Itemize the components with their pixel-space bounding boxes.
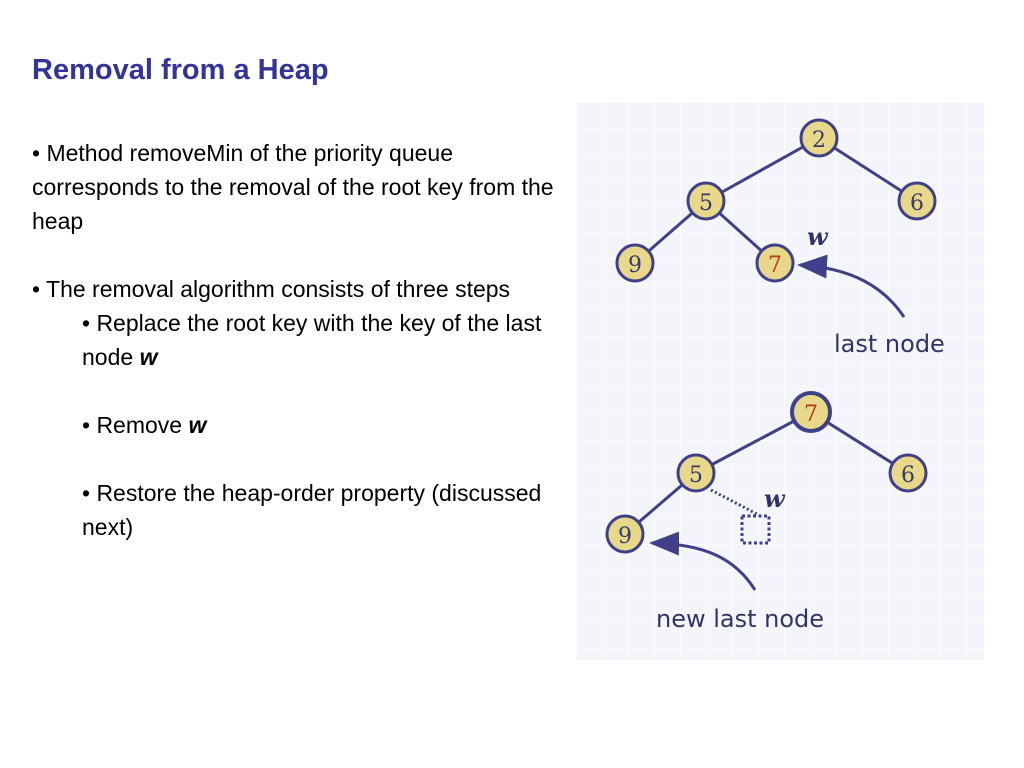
removed-node-placeholder bbox=[740, 514, 771, 545]
step-replace-root: • Replace the root key with the key of t… bbox=[32, 306, 572, 374]
w-label: w bbox=[807, 222, 829, 251]
heap-node-last: 7 bbox=[755, 243, 795, 283]
bottom-heap-tree: 7 5 6 9 w new last node bbox=[605, 391, 928, 633]
node-key: 5 bbox=[699, 191, 713, 216]
heap-node: 5 bbox=[676, 453, 716, 493]
step-remove-w-text: • Remove bbox=[82, 412, 189, 438]
slide-body: • Method removeMin of the priority queue… bbox=[32, 136, 572, 544]
last-node-label: last node bbox=[834, 330, 945, 358]
step-remove-w: • Remove w bbox=[32, 408, 572, 442]
node-key-highlight: 7 bbox=[768, 253, 782, 278]
top-heap-tree: 2 5 6 9 7 w last node bbox=[615, 118, 945, 358]
node-key: 5 bbox=[689, 463, 703, 488]
heap-node: 9 bbox=[615, 243, 655, 283]
edge bbox=[705, 136, 820, 203]
heap-node: 9 bbox=[605, 514, 645, 554]
heap-node: 5 bbox=[686, 181, 726, 221]
last-node-arrow bbox=[797, 254, 906, 318]
var-w: w bbox=[139, 344, 158, 370]
node-key-highlight: 7 bbox=[804, 402, 818, 427]
node-key: 6 bbox=[901, 463, 915, 488]
node-key: 9 bbox=[628, 253, 642, 278]
heap-node: 2 bbox=[799, 118, 839, 158]
new-last-node-label: new last node bbox=[656, 605, 824, 633]
slide-title: Removal from a Heap bbox=[32, 54, 329, 86]
bullet-algorithm-steps: • The removal algorithm consists of thre… bbox=[32, 276, 511, 302]
node-key: 9 bbox=[618, 524, 632, 549]
heap-node: 6 bbox=[888, 453, 928, 493]
w-label: w bbox=[764, 484, 786, 513]
var-w: w bbox=[188, 412, 207, 438]
spacer bbox=[32, 238, 572, 272]
heap-removal-diagram: 2 5 6 9 7 w last node bbox=[576, 102, 984, 660]
node-key: 2 bbox=[812, 128, 826, 153]
node-key: 6 bbox=[910, 191, 924, 216]
new-last-node-arrow bbox=[649, 531, 757, 591]
step-restore-heap-order: • Restore the heap-order property (discu… bbox=[82, 480, 542, 540]
heap-node-root: 7 bbox=[790, 391, 832, 433]
edge bbox=[695, 410, 812, 475]
bullet-removemin: • Method removeMin of the priority queue… bbox=[32, 140, 554, 234]
heap-node: 6 bbox=[897, 181, 937, 221]
step-replace-root-text: • Replace the root key with the key of t… bbox=[82, 310, 542, 370]
spacer bbox=[32, 442, 572, 476]
spacer bbox=[32, 374, 572, 408]
